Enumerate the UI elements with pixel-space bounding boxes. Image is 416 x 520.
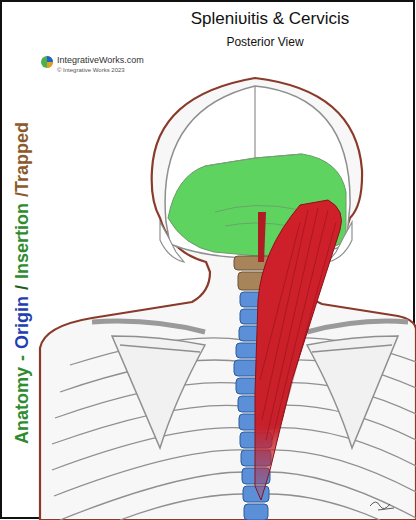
signature [370, 502, 394, 510]
scapula [307, 336, 398, 448]
side-banner: Anatomy - Origin / Insertion/Trapped [9, 58, 35, 508]
title: Spleniυitis & Cervicis [140, 10, 400, 29]
banner-word: /Trapped [12, 122, 32, 197]
clavicle [307, 321, 408, 332]
splenius-muscle [255, 200, 342, 500]
body-outline [40, 78, 416, 520]
mastoid [160, 222, 184, 262]
splenius-muscle [258, 212, 266, 262]
banner-word: Origin [12, 296, 32, 349]
banner-word: Insertion [12, 203, 32, 279]
lambdoid-suture [205, 154, 302, 166]
subtitle: Posterior View [150, 36, 380, 49]
logo [41, 56, 53, 68]
banner-word: / [12, 285, 32, 290]
scapula [112, 336, 205, 448]
copyright: © Integrative Works 2023 [57, 67, 197, 74]
scapula-spine [312, 345, 392, 352]
scapula-spine [120, 345, 200, 352]
banner-word: - [12, 355, 32, 361]
website: IntegrativeWorks.com [57, 56, 197, 66]
sagittal-suture [254, 86, 255, 158]
clavicle [92, 321, 205, 332]
muscle-fibres [260, 208, 336, 440]
banner-word: Anatomy [12, 367, 32, 444]
